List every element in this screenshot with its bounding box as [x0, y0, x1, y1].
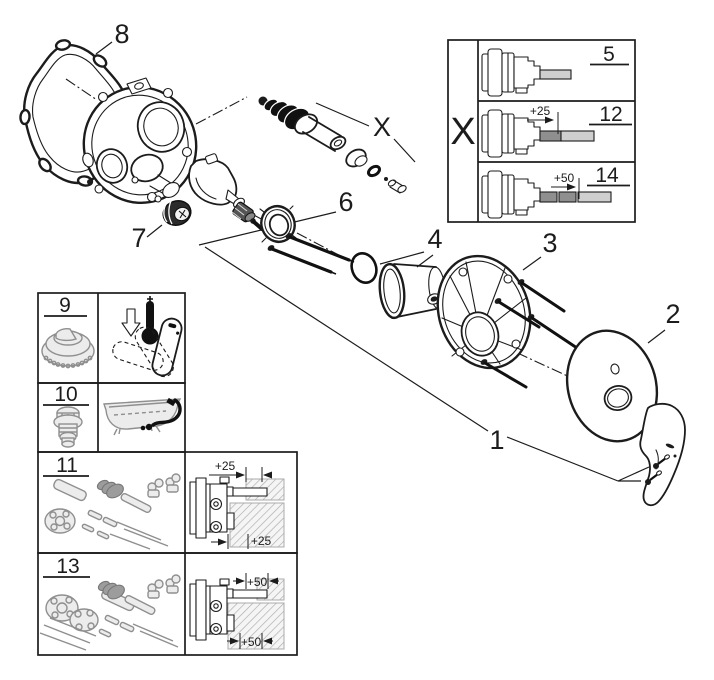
box13-offset-top: +50: [247, 575, 268, 589]
temp-limiter-part: [41, 328, 95, 369]
thermometer-icon: [146, 301, 154, 331]
extension-set-50-parts: [39, 574, 181, 651]
valve-body: [82, 77, 198, 205]
main-exploded-view: 8 X 7 6 4 3 2 1: [19, 19, 686, 507]
variant-group-label: X: [450, 111, 475, 153]
mounting-plate: [436, 254, 532, 370]
variant-offset-12: +25: [530, 104, 551, 118]
callout-3: 3: [542, 228, 557, 258]
callout-8: 8: [114, 19, 129, 49]
callout-2: 2: [665, 299, 680, 329]
variant-num-5: 5: [603, 43, 615, 66]
box-9-temp-limiter: 9: [37, 292, 186, 384]
lever-handle: [639, 402, 686, 507]
sleeve: [378, 262, 446, 320]
box9-num: 9: [59, 294, 71, 317]
installation-diagram-25: +25 +25: [189, 459, 285, 549]
callout-4: 4: [427, 224, 442, 254]
variant-num-12: 12: [599, 103, 622, 126]
box11-num: 11: [56, 454, 78, 477]
variant-box: X 5 +25 12 +50 14: [447, 39, 636, 223]
callout-6: 6: [338, 187, 353, 217]
box13-num: 13: [56, 555, 79, 578]
extension-set-25-parts: [44, 473, 181, 550]
plug: [162, 199, 192, 227]
variant-row-5: 5: [481, 43, 629, 97]
variant-num-14: 14: [595, 164, 619, 187]
plate-screws: [480, 279, 579, 389]
bathtub-pictogram: [103, 397, 182, 436]
variant-row-14: +50 14: [481, 164, 630, 219]
box-11-extension-25: 11: [37, 451, 298, 554]
cartridge: [188, 153, 245, 209]
handle-screws: [645, 454, 670, 485]
check-valve-part: [53, 406, 83, 448]
temp-pictogram: [112, 296, 183, 378]
hose-icon: [151, 398, 182, 427]
o-ring: [350, 252, 378, 284]
variant-offset-14: +50: [554, 171, 575, 185]
box-13-extension-50: 13: [37, 552, 298, 656]
box11-offset-bottom: +25: [251, 534, 272, 548]
cover-plate: [565, 329, 659, 443]
ring-nut: [259, 204, 297, 244]
callout-7: 7: [131, 223, 146, 253]
box10-num: 10: [54, 383, 77, 406]
accessory-boxes: 9: [37, 292, 298, 656]
box11-offset-top: +25: [215, 459, 236, 473]
callout-1: 1: [489, 425, 504, 455]
box13-offset-bottom: +50: [241, 635, 262, 649]
variant-box-frame: [447, 39, 636, 223]
cartridge-screws: [267, 233, 355, 275]
variant-row-12: +25 12: [481, 103, 632, 158]
callout-labels: 8 X 7 6 4 3 2 1: [114, 19, 680, 455]
shaft-assembly: [258, 96, 407, 194]
box-10-check-valve: 10: [37, 382, 186, 453]
installation-diagram-50: +50 +50: [189, 573, 285, 650]
callout-x: X: [373, 112, 391, 142]
